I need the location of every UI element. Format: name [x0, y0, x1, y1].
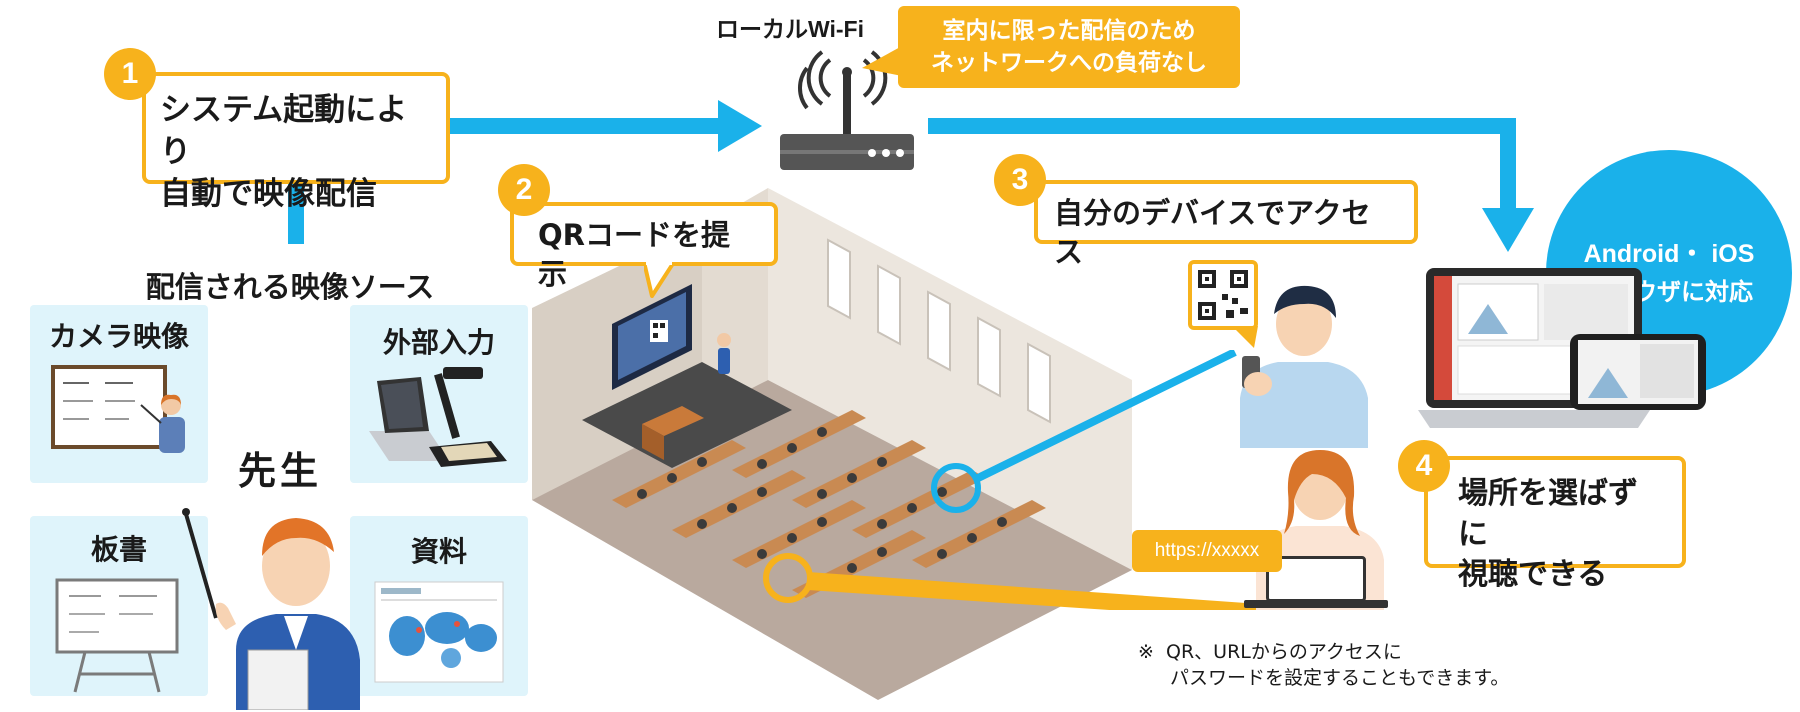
access-note-line2: パスワードを設定することもできます。	[1170, 666, 1510, 689]
material-label: 資料	[410, 535, 467, 568]
step4-number: 4	[1398, 440, 1450, 492]
person-phone-illustration	[1240, 285, 1368, 448]
compat-line1: Android・ iOS	[1583, 240, 1755, 268]
flow-arrow-shaft-2	[928, 118, 1516, 134]
url-badge: https://xxxxx	[1132, 530, 1282, 572]
step4-line1: 場所を選ばずに	[1458, 476, 1638, 552]
step2-label: QRコードを提示	[538, 218, 730, 292]
step2-number: 2	[498, 164, 550, 216]
flow-arrow-head-1	[718, 100, 762, 152]
note-mark: ※	[1138, 641, 1154, 663]
note-line1-text: QR、URLからのアクセスに	[1166, 641, 1402, 663]
laptop-document-camera-icon	[369, 367, 507, 467]
board-panel: 板書	[30, 516, 208, 696]
classroom-illustration	[532, 188, 1132, 700]
step3-box: 自分のデバイスでアクセス	[1034, 180, 1418, 269]
access-note: ※ QR、URLからのアクセスに パスワードを設定することもできます。	[1138, 640, 1509, 691]
whiteboard-icon	[55, 578, 179, 693]
qr-code-icon	[1188, 260, 1258, 330]
access-note-line1: ※ QR、URLからのアクセスに	[1138, 640, 1509, 666]
flow-arrow-shaft-1	[446, 118, 726, 134]
laptop-base	[1244, 600, 1388, 608]
step1-box: システム起動により 自動で映像配信	[142, 72, 450, 212]
source-connector	[288, 182, 304, 244]
material-panel: 資料	[350, 516, 528, 696]
step1-line2: 自動で映像配信	[160, 175, 377, 212]
student-connectors	[808, 350, 1260, 610]
step2-tail	[644, 262, 674, 298]
step1-number: 1	[104, 48, 156, 100]
teacher-label: 先生	[238, 449, 323, 493]
step4-box: 場所を選ばずに 視聴できる	[1424, 456, 1686, 592]
flow-arrow-head-2	[1482, 208, 1534, 252]
world-map-document-icon	[374, 581, 504, 683]
teacher-illustration	[182, 508, 360, 710]
step3-label: 自分のデバイスでアクセス	[1054, 196, 1371, 270]
external-input-panel: 外部入力	[350, 305, 528, 483]
router-callout-line2: ネットワークへの負荷なし	[931, 50, 1207, 77]
laptop-phone-illustration	[1418, 268, 1706, 428]
step3-number: 3	[994, 154, 1046, 206]
step4-line2: 視聴できる	[1458, 557, 1608, 592]
camera-panel: カメラ映像	[30, 305, 208, 483]
whiteboard-teacher-icon	[51, 365, 185, 453]
step1-line1: システム起動により	[160, 92, 408, 170]
router-label: ローカルWi-Fi	[716, 16, 864, 42]
router-callout: 室内に限った配信のため ネットワークへの負荷なし	[898, 6, 1240, 88]
camera-label: カメラ映像	[48, 320, 189, 353]
router-callout-line1: 室内に限った配信のため	[942, 18, 1196, 44]
sources-title: 配信される映像ソース	[145, 270, 435, 304]
flow-arrow-shaft-3	[1500, 118, 1516, 214]
router-callout-tail	[862, 46, 902, 76]
wifi-router-icon	[780, 50, 914, 170]
board-label: 板書	[90, 533, 147, 566]
step2-box: QRコードを提示	[510, 202, 778, 291]
qr-badge-tail	[1232, 326, 1258, 348]
external-input-label: 外部入力	[382, 326, 495, 359]
